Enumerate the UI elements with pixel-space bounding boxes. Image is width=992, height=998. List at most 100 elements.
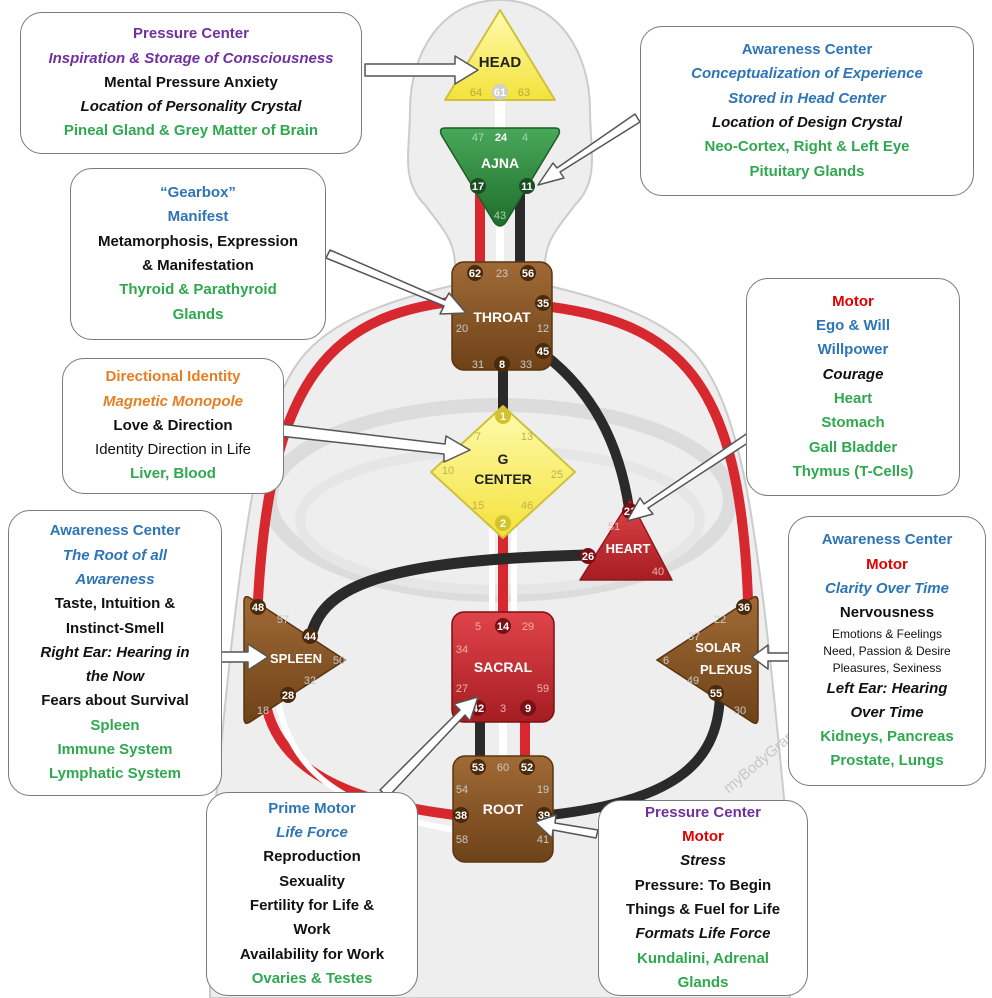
g-center-info-box: Directional Identity Magnetic Monopole L… [62, 358, 284, 494]
gate-number: 27 [456, 683, 468, 695]
info-line: Awareness Center [49, 522, 181, 540]
throat-info-box: “Gearbox” Manifest Metamorphosis, Expres… [70, 168, 326, 340]
gate-number: 64 [470, 87, 482, 99]
arrow-icon [379, 696, 479, 798]
svg-text:CENTER: CENTER [474, 471, 532, 487]
info-line: Pituitary Glands [749, 162, 865, 180]
info-line: Awareness Center [741, 41, 873, 59]
gate-number: 14 [497, 621, 510, 633]
gate-number: 6 [663, 655, 669, 667]
gate-number: 20 [456, 323, 468, 335]
gate-number: 3 [500, 703, 506, 715]
gate-number: 61 [494, 87, 506, 99]
gate-number: 48 [252, 602, 264, 614]
gate-number: 60 [497, 762, 509, 774]
svg-text:G: G [498, 451, 509, 467]
gate-number: 62 [469, 268, 481, 280]
root-info-box: Pressure Center Motor Stress Pressure: T… [598, 800, 808, 996]
gate-number: 31 [472, 359, 484, 371]
gate-number: 36 [738, 602, 750, 614]
info-line: Right Ear: Hearing in [40, 643, 190, 661]
info-line: Stomach [821, 414, 885, 432]
gate-number: 15 [472, 500, 484, 512]
info-line: Magnetic Monopole [103, 392, 243, 410]
gate-number: 5 [475, 621, 481, 633]
gate-number: 30 [734, 705, 746, 717]
gate-number: 18 [257, 705, 269, 717]
info-line: Sexuality [279, 872, 345, 890]
info-line: Directional Identity [105, 368, 241, 386]
info-line: Instinct-Smell [65, 619, 165, 637]
gate-number: 12 [537, 323, 549, 335]
gate-number: 33 [520, 359, 532, 371]
info-line: Glands [172, 305, 224, 323]
info-line: the Now [85, 668, 145, 686]
info-line: Prostate, Lungs [830, 752, 944, 770]
info-line: Pressure Center [133, 25, 249, 43]
gate-number: 22 [714, 614, 726, 626]
info-line: Clarity Over Time [825, 579, 949, 597]
info-line: Location of Personality Crystal [80, 98, 302, 116]
info-line: Immune System [57, 741, 173, 759]
gate-number: 28 [282, 690, 294, 702]
arrow-icon [325, 249, 467, 315]
gate-number: 56 [522, 268, 534, 280]
spleen-info-box: Awareness Center The Root of all Awarene… [8, 510, 222, 796]
gate-number: 29 [522, 621, 534, 633]
gate-number: 23 [496, 268, 508, 280]
info-line: Awareness [75, 570, 155, 588]
info-line: Courage [822, 365, 884, 383]
info-line: Gall Bladder [808, 438, 898, 456]
spleen-center: SPLEEN 48 57 44 50 32 28 18 [243, 595, 347, 725]
info-line: Spleen [90, 716, 140, 734]
info-line: Mental Pressure Anxiety [104, 73, 278, 91]
gate-number: 17 [472, 181, 484, 193]
info-line: Availability for Work [239, 945, 385, 963]
info-line: Emotions & Feelings [831, 626, 943, 641]
sacral-info-box: Prime Motor Life Force Reproduction Sexu… [206, 792, 418, 996]
gate-number: 8 [499, 359, 505, 371]
info-line: Prime Motor [268, 799, 356, 817]
gate-number: 1 [500, 411, 506, 423]
info-line: Pressure: To Begin [634, 876, 772, 894]
info-line: Location of Design Crystal [711, 114, 903, 131]
gate-number: 50 [333, 655, 345, 667]
info-line: Stored in Head Center [728, 89, 886, 107]
arrow-icon [751, 644, 791, 670]
svg-text:PLEXUS: PLEXUS [700, 662, 752, 677]
heart-center-label: HEART [606, 541, 651, 556]
gate-number: 7 [475, 431, 481, 443]
info-line: Neo-Cortex, Right & Left Eye [704, 138, 910, 156]
gate-number: 34 [456, 644, 468, 656]
info-line: Reproduction [263, 848, 361, 866]
info-line: Fears about Survival [41, 692, 189, 710]
gate-number: 46 [521, 500, 533, 512]
heart-info-box: Motor Ego & Will Willpower Courage Heart… [746, 278, 960, 496]
gate-number: 54 [456, 784, 468, 796]
gate-number: 47 [472, 132, 484, 144]
head-info-box: Pressure Center Inspiration & Storage of… [20, 12, 362, 154]
info-line: “Gearbox” [160, 184, 236, 202]
gate-number: 52 [521, 762, 533, 774]
gate-number: 59 [537, 683, 549, 695]
info-line: Conceptualization of Experience [691, 65, 923, 83]
head-center: HEAD 64 61 63 [444, 9, 556, 101]
gate-number: 63 [518, 87, 530, 99]
gate-number: 13 [521, 431, 533, 443]
sacral-center-label: SACRAL [474, 659, 533, 675]
info-line: Motor [866, 555, 908, 573]
info-line: Love & Direction [113, 416, 233, 434]
root-center-label: ROOT [483, 801, 524, 817]
gate-number: 19 [537, 784, 549, 796]
pointer-arrows [215, 55, 791, 839]
info-line: Fertility for Life & [249, 897, 375, 914]
ajna-info-box: Awareness Center Conceptualization of Ex… [640, 26, 974, 196]
gate-number: 44 [304, 631, 317, 643]
gate-number: 45 [537, 346, 549, 358]
info-line: Metamorphosis, Expression [97, 232, 299, 250]
throat-center: THROAT 62 23 56 35 20 12 45 31 8 33 [451, 261, 553, 372]
gate-number: 4 [522, 132, 528, 144]
gate-number: 55 [710, 688, 722, 700]
gate-number: 43 [494, 210, 506, 222]
